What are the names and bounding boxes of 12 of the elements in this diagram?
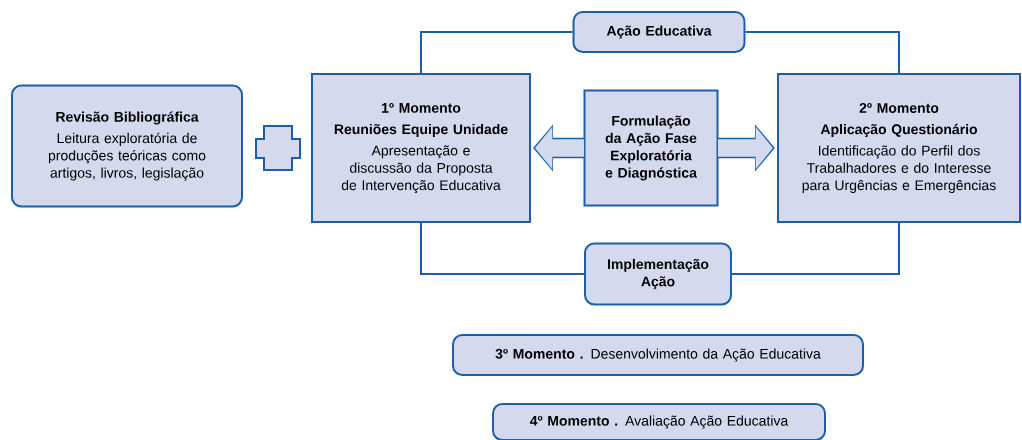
rounded-box: Revisão Bibliográfica Leitura exploratória de produções teóricas como artigos, livros, legislação [11, 84, 243, 208]
rounded-box: Implementação Ação [584, 242, 732, 306]
connector-line [744, 31, 900, 74]
process-box: Formulação da Ação Fase Exploratória e Diagnóstica [583, 89, 719, 207]
rounded-box: 3º Momento . Desenvolvimento da Ação Educativa [452, 334, 864, 376]
connector-line [420, 222, 585, 275]
process-box: 2º Momento Aplicação Questionário Identificação do Perfil dos Trabalhadores e do Interesse para Urgências e Emergências [777, 73, 1021, 223]
connector-line [420, 31, 574, 74]
process-box: 1º Momento Reuniões Equipe Unidade Apresentação e discussão da Proposta de Intervenção Educativa [311, 73, 531, 223]
rounded-box: Ação Educativa [572, 11, 746, 53]
connector-line [731, 222, 900, 275]
rounded-box: 4º Momento . Avaliação Ação Educativa [492, 403, 826, 440]
